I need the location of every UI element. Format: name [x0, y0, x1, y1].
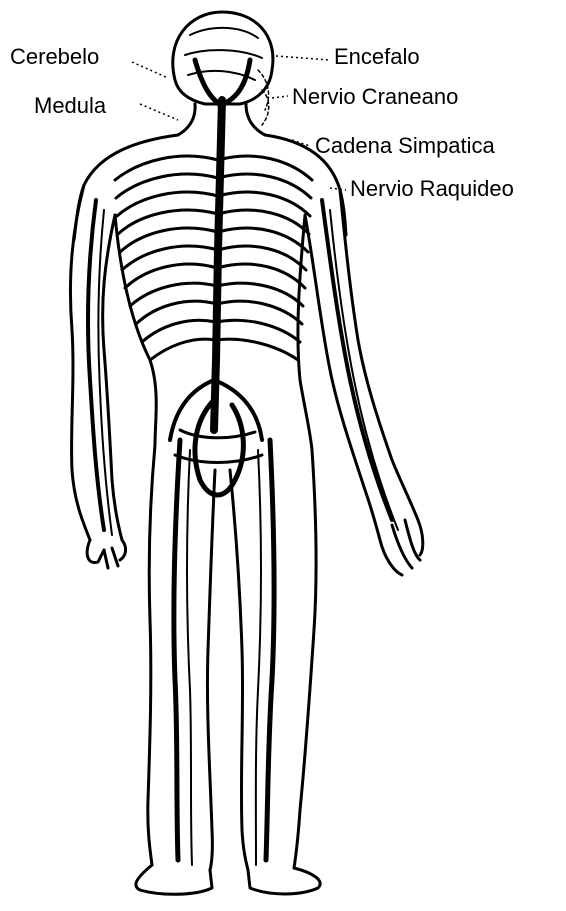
label-nervio-craneano: Nervio Craneano: [292, 86, 458, 108]
label-medula: Medula: [34, 95, 106, 117]
leader-lines: [132, 56, 346, 190]
legs: [148, 440, 316, 870]
label-cadena-simpatica: Cadena Simpatica: [315, 135, 495, 157]
label-encefalo: Encefalo: [334, 46, 420, 68]
label-cerebelo: Cerebelo: [10, 46, 99, 68]
right-arm: [305, 190, 423, 575]
label-nervio-raquideo: Nervio Raquideo: [350, 178, 514, 200]
feet: [136, 865, 320, 894]
